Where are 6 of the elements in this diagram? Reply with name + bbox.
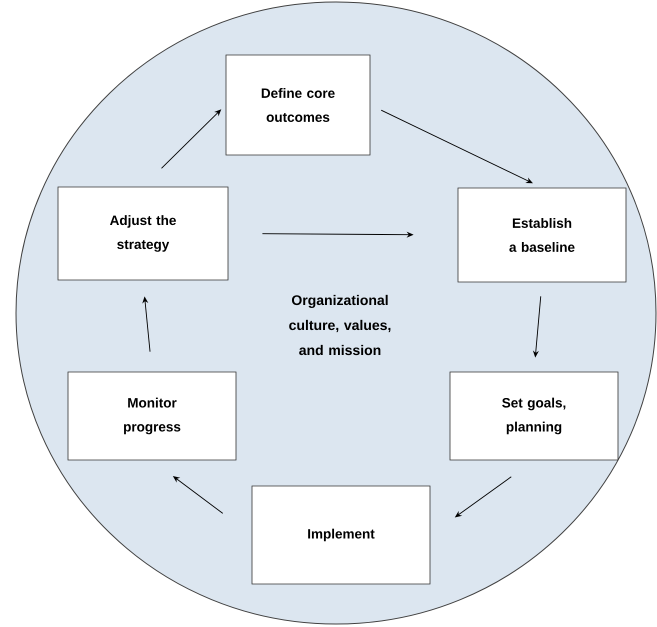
process-box: Define core outcomes: [226, 54, 370, 156]
process-box: Establish a baseline: [458, 188, 626, 282]
process-box: Monitor progress: [68, 372, 236, 460]
process-box: Set goals, planning: [450, 372, 618, 460]
process-box: Adjust the strategy: [58, 186, 228, 280]
process-box: Implement: [252, 486, 430, 584]
